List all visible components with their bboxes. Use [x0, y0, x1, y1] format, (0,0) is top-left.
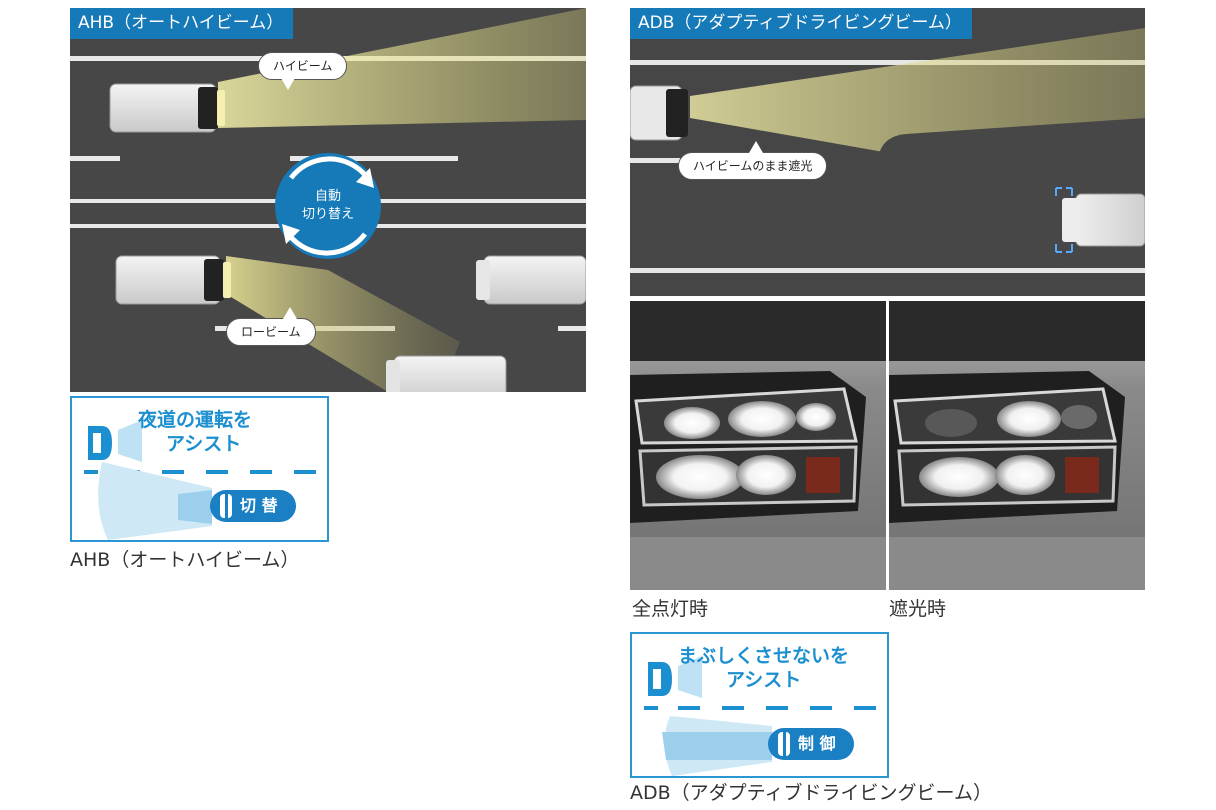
- photo-shaded: [889, 301, 1145, 590]
- photo-full-lit-caption: 全点灯時: [632, 598, 709, 620]
- van-preceding: [386, 355, 507, 392]
- auto-switch-icon: [275, 153, 381, 259]
- adb-badge-title-line2: アシスト: [726, 669, 802, 691]
- headlamp-full-lit-image: [630, 301, 886, 590]
- high-beam-label: ハイビーム: [273, 59, 333, 73]
- high-beam-light: [218, 8, 586, 128]
- photo-full-lit: [630, 301, 886, 590]
- car-icon: [220, 494, 232, 518]
- van-oncoming: [476, 255, 586, 305]
- lane-dash: [558, 326, 586, 331]
- adb-own-van: [630, 85, 688, 141]
- headlamp-shaded-image: [889, 301, 1145, 590]
- adb-badge-title: まぶしくさせないを アシスト: [678, 644, 849, 692]
- ahb-badge-graphic: [84, 420, 316, 540]
- auto-switch-text: 自動 切り替え: [275, 188, 381, 224]
- ahb-caption: AHB（オートハイビーム）: [70, 549, 300, 571]
- adb-badge-title-line1: まぶしくさせないを: [678, 645, 850, 667]
- adb-control-pill-label: 制 御: [798, 734, 836, 753]
- ahb-switch-pill: 切 替: [210, 490, 296, 522]
- adb-tag: ADB（アダプティブドライビングビーム）: [630, 8, 972, 39]
- high-beam-bubble: ハイビーム: [258, 52, 348, 90]
- adb-oncoming-truck: [1055, 187, 1145, 253]
- ahb-badge-title-line1: 夜道の運転を: [138, 409, 253, 431]
- van-low-beam: [115, 255, 231, 305]
- ahb-illustration: AHB（オートハイビーム） ハイビーム ロービーム 自動 切り替え: [70, 8, 586, 392]
- adb-lane-bottom: [630, 268, 1145, 273]
- adb-lane-top: [630, 60, 1145, 65]
- ahb-road-scene: [70, 8, 586, 392]
- ahb-badge-title: 夜道の運転を アシスト: [138, 408, 252, 456]
- photo-shaded-caption: 遮光時: [889, 598, 947, 620]
- ahb-badge-title-line2: アシスト: [166, 433, 242, 455]
- lane-dash: [70, 156, 120, 161]
- adb-assist-badge: まぶしくさせないを アシスト 制 御: [630, 632, 889, 778]
- auto-switch-line2: 切り替え: [301, 207, 354, 222]
- shade-label: ハイビームのまま遮光: [693, 159, 813, 173]
- auto-switch-line1: 自動: [314, 189, 341, 204]
- adb-road-scene: [630, 28, 1145, 273]
- lane-dash: [290, 156, 458, 161]
- adb-badge-graphic: [644, 656, 876, 776]
- low-beam-label: ロービーム: [241, 325, 301, 339]
- adb-control-pill: 制 御: [768, 728, 854, 760]
- ahb-assist-badge: 夜道の運転を アシスト 切 替: [70, 396, 329, 542]
- adb-lane-dash: [630, 158, 680, 163]
- ahb-switch-pill-label: 切 替: [240, 496, 278, 515]
- ahb-tag: AHB（オートハイビーム）: [70, 8, 294, 39]
- adb-caption: ADB（アダプティブドライビングビーム）: [630, 782, 992, 804]
- low-beam-bubble: ロービーム: [226, 307, 316, 346]
- car-icon: [778, 732, 790, 756]
- lamp-beam-icon: [118, 420, 142, 462]
- van-high-beam: [109, 83, 225, 133]
- shade-bubble: ハイビームのまま遮光: [678, 141, 828, 180]
- adb-illustration: ADB（アダプティブドライビングビーム） ハイビームのまま遮光: [630, 8, 1145, 296]
- lamp-beam-icon: [678, 656, 702, 698]
- lane-dash-line: [644, 706, 876, 710]
